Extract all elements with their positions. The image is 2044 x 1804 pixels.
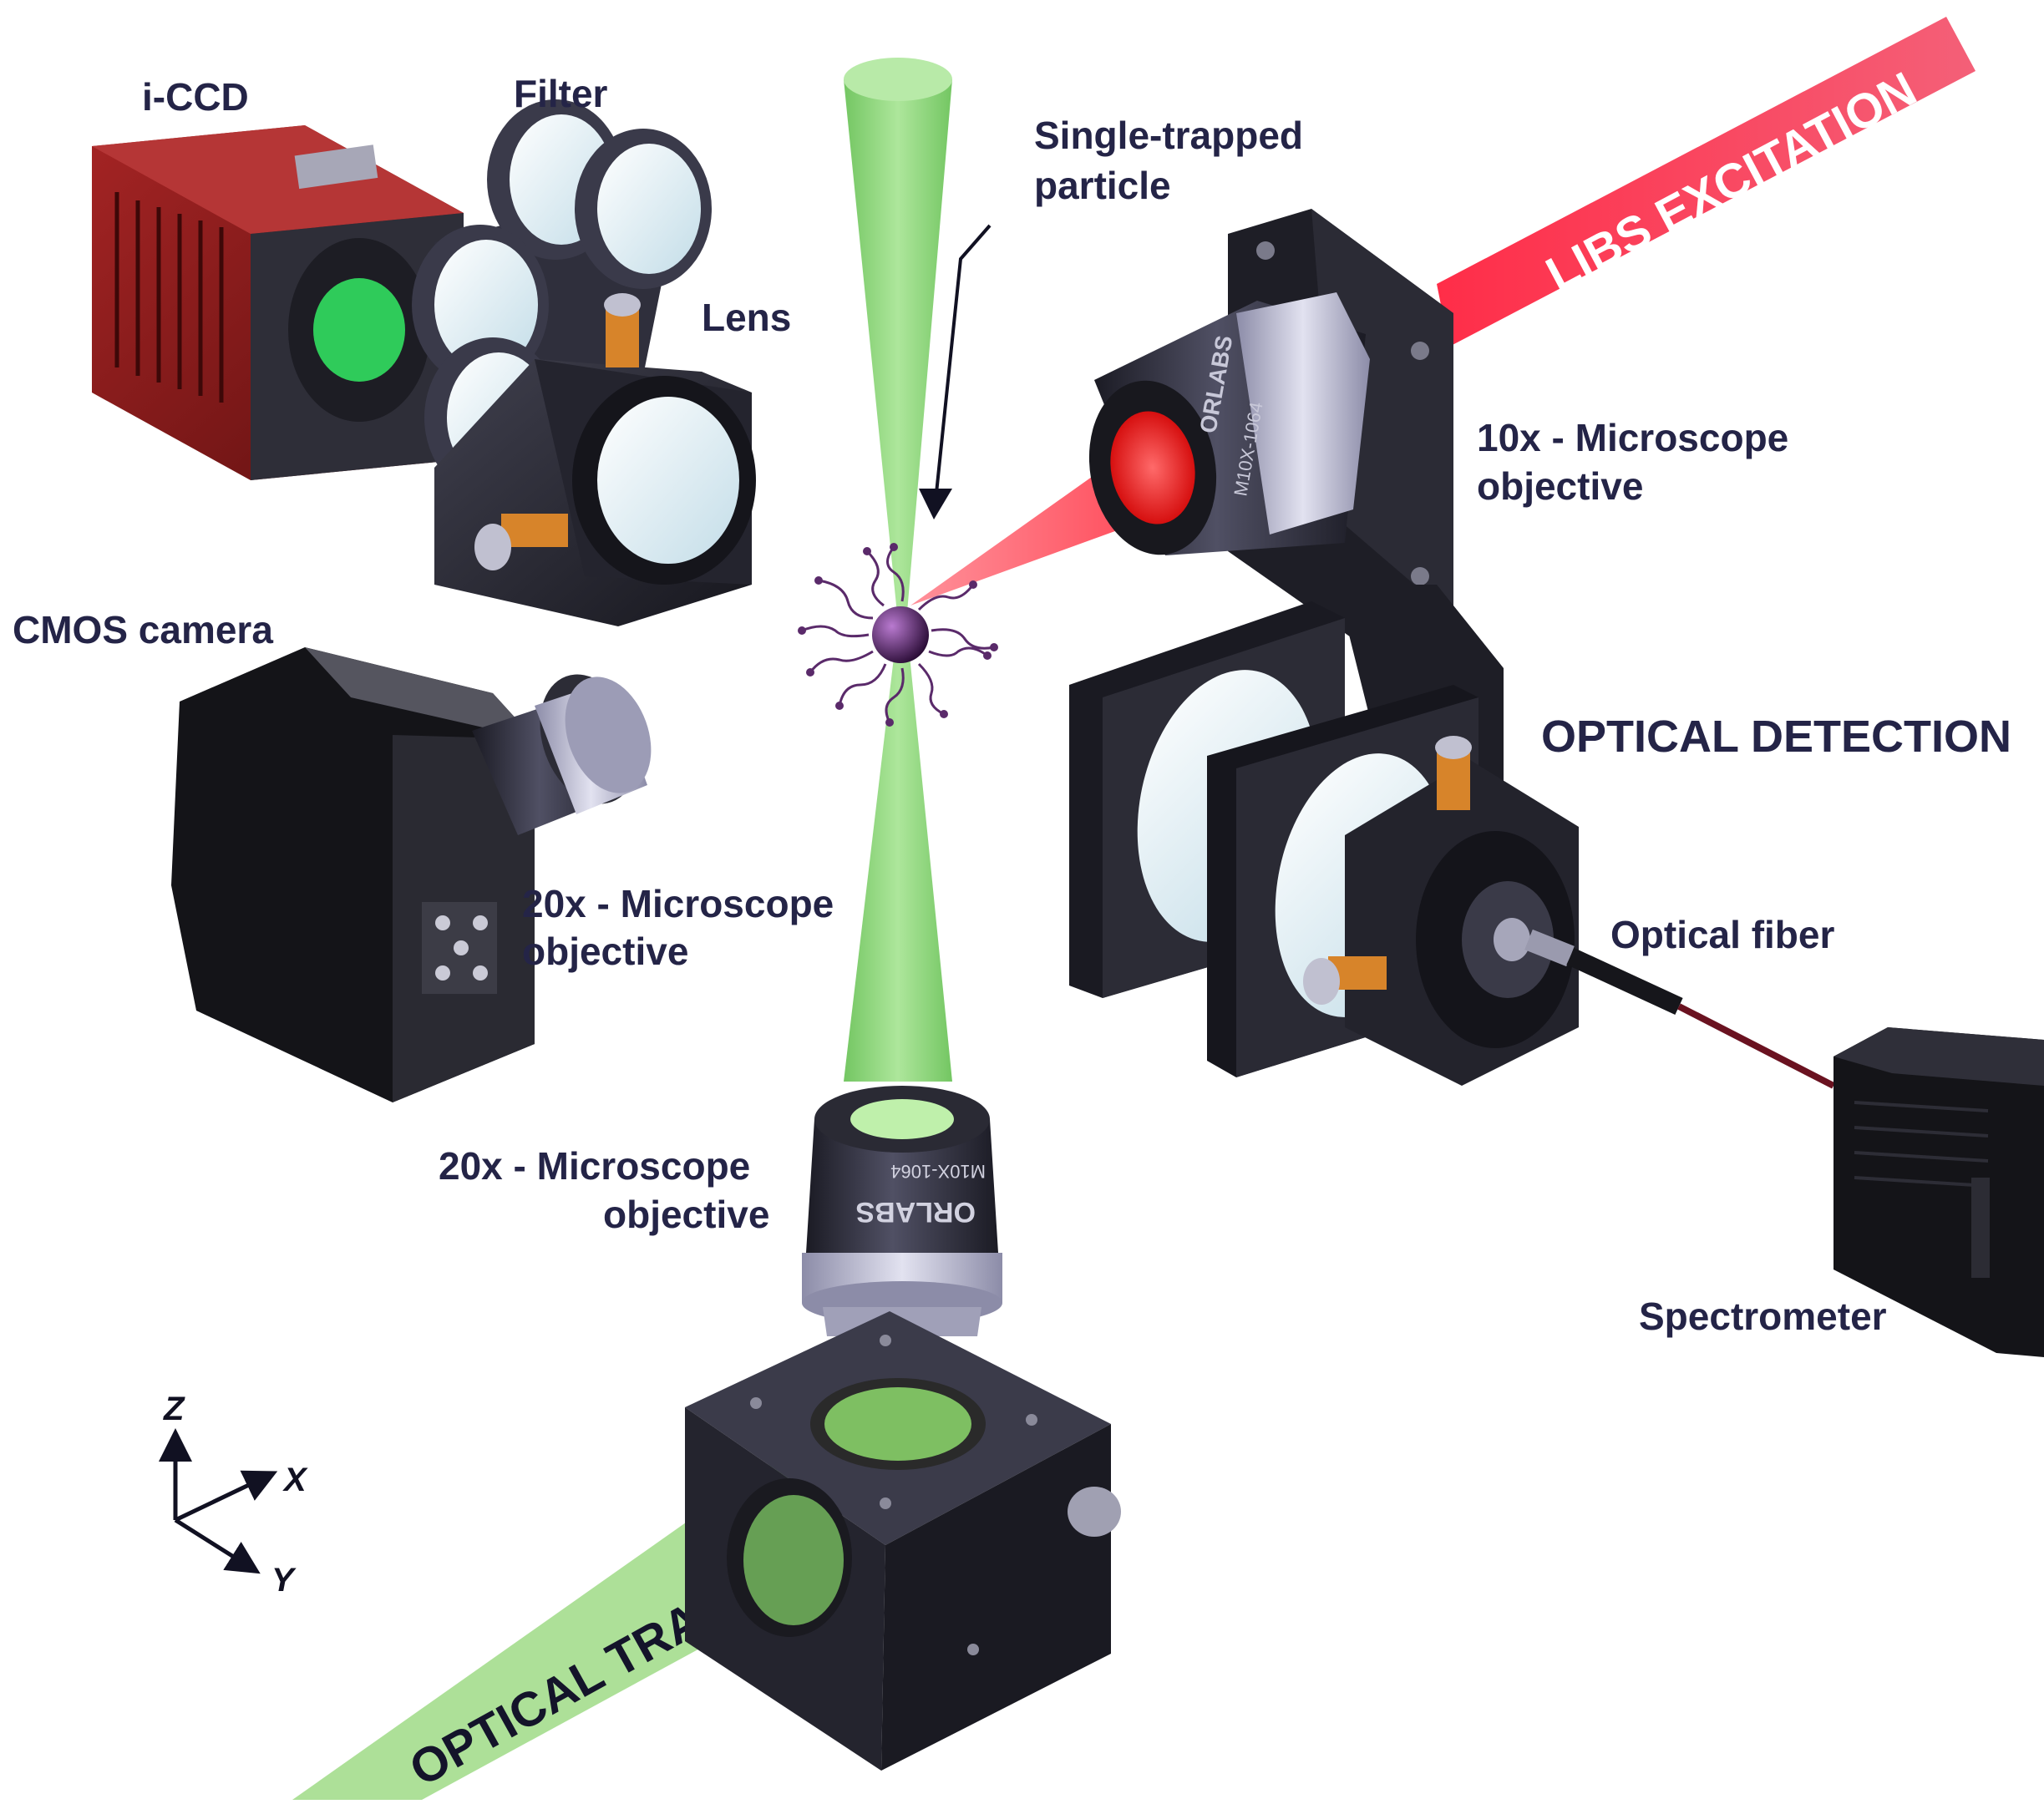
iccd-label: i-CCD (142, 75, 249, 119)
obj20-bottom-label-line1: 20x - Microscope (439, 1144, 750, 1188)
set-screw (604, 293, 641, 367)
iccd-vent-grid (114, 192, 224, 403)
cmos-connector-plate (422, 902, 497, 994)
optical-detection-label: OPTICAL DETECTION (1541, 712, 2011, 762)
set-screw (474, 514, 568, 570)
emission-ray-heads (798, 543, 998, 727)
obj20-engraving-model: M10X-1064 (890, 1161, 986, 1182)
trapped-particle-group (798, 543, 998, 727)
libs-objective-10x: ORLABS M10X-1064 (1088, 292, 1370, 555)
trapping-objective-20x: ORLABS M10X-1064 (802, 1086, 1002, 1336)
detection-lens-mount (1303, 736, 1579, 1086)
optical-fiber (1524, 929, 1835, 1089)
trapped-particle (872, 606, 929, 663)
spectrometer (1834, 1027, 2044, 1357)
spectrometer-vent-grid (1854, 1101, 1989, 1188)
optical-detection-assembly (1069, 601, 1579, 1086)
obj10-label-line1: 10x - Microscope (1477, 416, 1788, 459)
axis-x-label: X (282, 1462, 308, 1498)
spectrometer-label: Spectrometer (1639, 1295, 1887, 1338)
optical-fiber-label: Optical fiber (1610, 913, 1834, 956)
cmos-camera-label: CMOS camera (13, 608, 273, 651)
axis-triad (159, 1428, 278, 1574)
beam-cube (685, 1311, 1121, 1771)
set-screw (1303, 956, 1387, 1005)
axis-y-label: Y (271, 1562, 297, 1599)
filter-disc (575, 129, 712, 289)
emission-rays (801, 546, 995, 723)
particle-label-line1: Single-trapped (1034, 114, 1303, 157)
set-screw (1435, 736, 1472, 810)
lens-mount (434, 293, 756, 626)
obj20-side-label-line1: 20x - Microscope (522, 882, 834, 925)
iccd-camera (92, 125, 464, 480)
obj10-label-line2: objective (1477, 464, 1643, 508)
particle-pointer-arrow (919, 224, 992, 519)
axis-z-label: Z (163, 1391, 185, 1427)
obj20-side-label-line2: objective (522, 930, 688, 973)
trapping-beam-vertical (844, 58, 952, 1082)
cmos-camera (171, 647, 652, 1102)
cmos-objective (472, 674, 652, 835)
libs-excitation-label: LIBS EXCITATION (1538, 62, 1925, 302)
obj20-engraving-brand: ORLABS (855, 1196, 976, 1228)
lens-label: Lens (702, 296, 791, 339)
particle-label-line2: particle (1034, 164, 1171, 207)
filter-label: Filter (514, 72, 608, 115)
obj20-bottom-label-line2: objective (603, 1193, 769, 1236)
